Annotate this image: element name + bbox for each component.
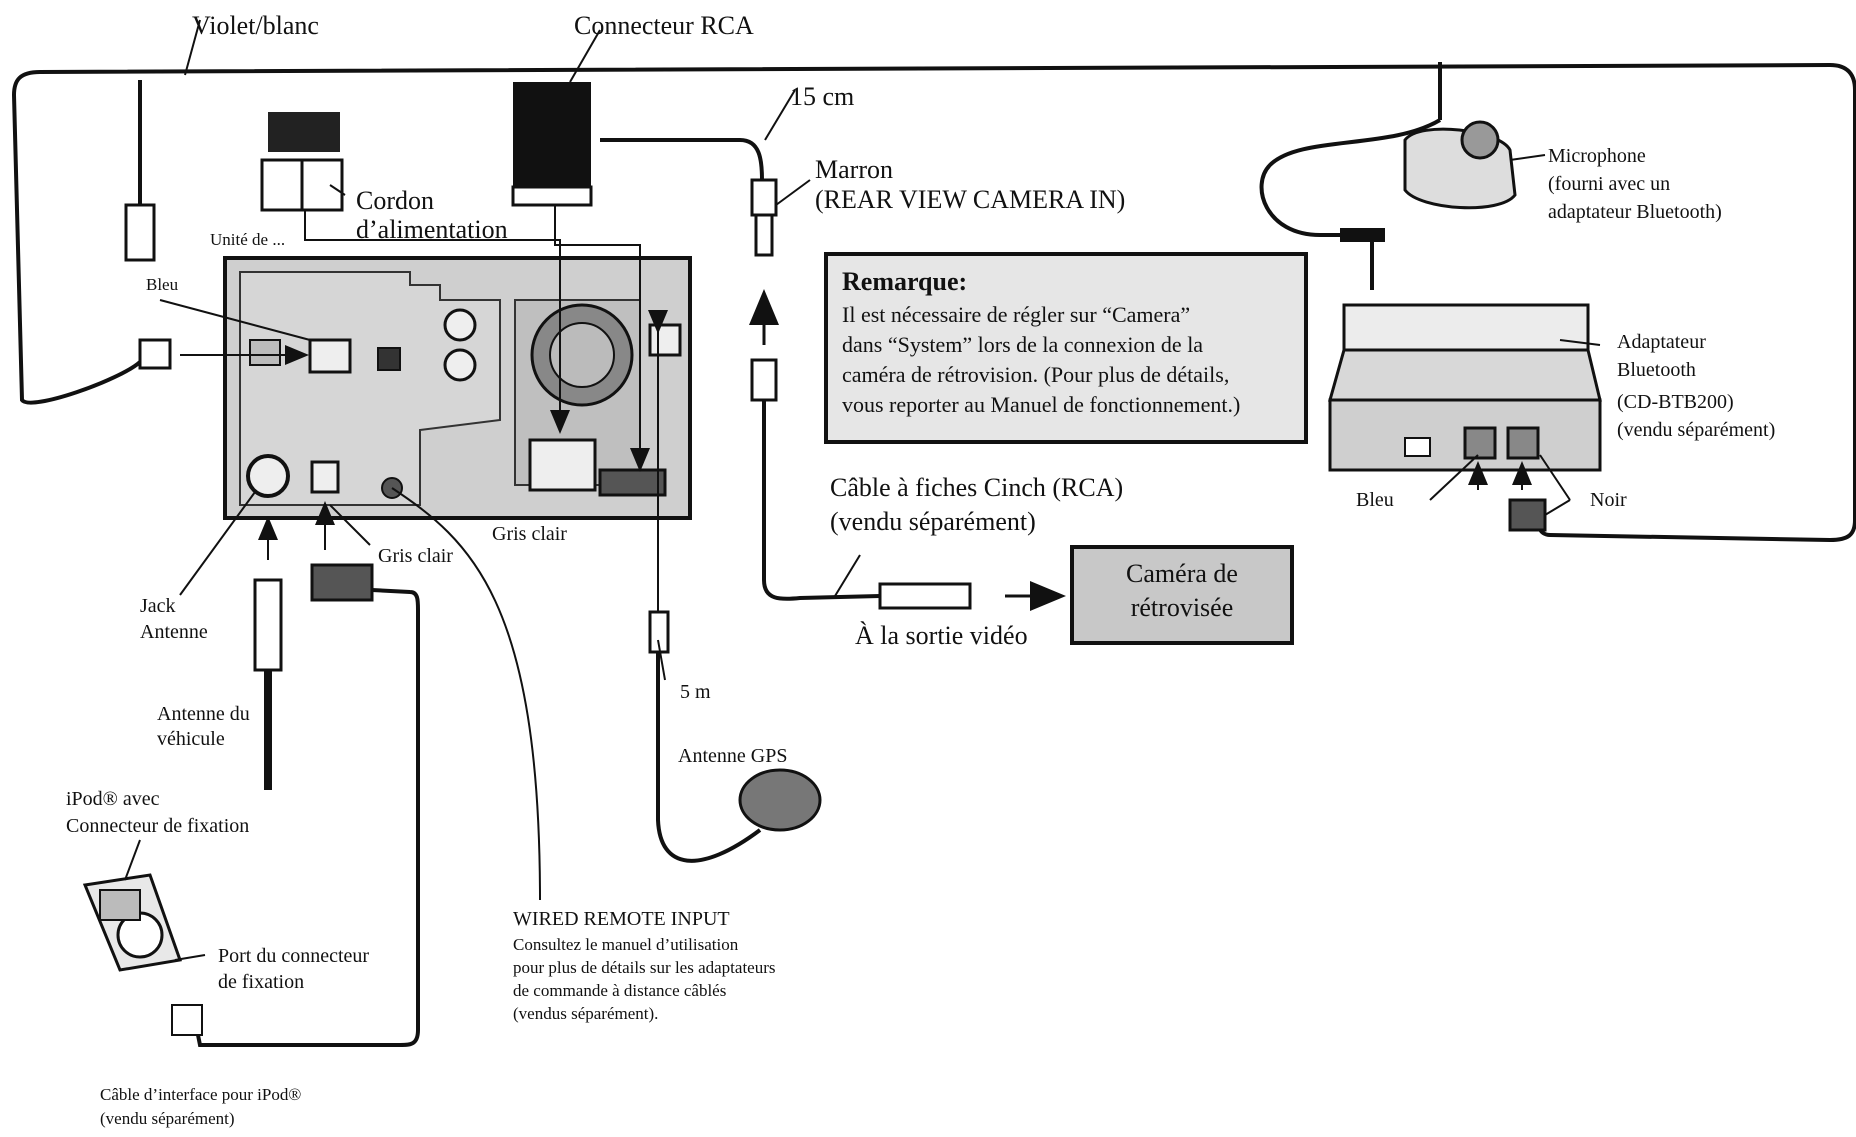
label-cinch-cable: Câble à fiches Cinch (RCA) [830, 473, 1123, 502]
label-port-connector-1: Port du connecteur [218, 945, 369, 967]
camera-label-line2: rétrovisée [1131, 593, 1234, 622]
label-cinch-sold-separately: (vendu séparément) [830, 507, 1036, 536]
label-wired-remote-line2: pour plus de détails sur les adaptateurs [513, 958, 776, 977]
label-violet-white: Violet/blanc [192, 11, 319, 40]
label-rear-view-camera-in: (REAR VIEW CAMERA IN) [815, 185, 1125, 214]
note-line-4: vous reporter au Manuel de fonctionnemen… [842, 392, 1240, 417]
note-box [824, 252, 1308, 444]
label-mic-supplied-1: (fourni avec un [1548, 173, 1670, 195]
label-ipod-sold-separately: (vendu séparément) [100, 1109, 235, 1128]
label-dock-connector: Connecteur de fixation [66, 815, 249, 837]
label-wired-remote-line4: (vendus séparément). [513, 1004, 658, 1023]
label-wired-remote-line3: de commande à distance câblés [513, 981, 726, 1000]
label-bt-sold-separately: (vendu séparément) [1617, 419, 1775, 441]
label-cd-btb200: (CD-BTB200) [1617, 391, 1734, 413]
label-15cm: 15 cm [790, 82, 854, 111]
gps-antenna [648, 310, 822, 863]
label-antenna: Antenne [140, 621, 208, 643]
label-gps-antenna: Antenne GPS [678, 745, 787, 767]
camera-label-line1: Caméra de [1126, 559, 1238, 588]
note-title: Remarque: [842, 267, 967, 296]
power-connector-port [528, 438, 597, 492]
label-5m: 5 m [680, 681, 711, 703]
note-line-1: Il est nécessaire de régler sur “Camera” [842, 302, 1190, 327]
note-line-3: caméra de rétrovision. (Pour plus de dét… [842, 362, 1229, 387]
antenna-jack [246, 454, 290, 498]
label-bluetooth: Bluetooth [1617, 359, 1696, 381]
blue-plug-left [124, 80, 172, 370]
antenna-plug [253, 516, 283, 790]
label-black: Noir [1590, 489, 1627, 511]
label-port-connector-2: de fixation [218, 971, 304, 993]
label-blue-right: Bleu [1356, 489, 1394, 511]
microphone-device [1259, 118, 1517, 290]
label-ipod-with: iPod® avec [66, 788, 160, 810]
rca-connector-block [511, 82, 593, 207]
label-wired-remote-input: WIRED REMOTE INPUT [513, 908, 730, 930]
ipod-device [82, 873, 183, 972]
label-adapter: Adaptateur [1617, 331, 1706, 353]
bluetooth-adapter [1328, 303, 1602, 472]
label-microphone: Microphone [1548, 145, 1646, 167]
label-brown: Marron [815, 155, 893, 184]
label-to-video-output: À la sortie vidéo [855, 621, 1028, 650]
label-ipod-interface-cable: Câble d’interface pour iPod® [100, 1085, 301, 1104]
violet-white-loop-cable [11, 62, 1856, 543]
label-mic-supplied-2: adaptateur Bluetooth) [1548, 201, 1722, 223]
label-rca-connector: Connecteur RCA [574, 11, 754, 40]
label-wired-remote-line1: Consultez le manuel d’utilisation [513, 935, 739, 954]
blue-port [308, 338, 352, 374]
note-line-2: dans “System” lors de la connexion de la [842, 332, 1203, 357]
label-jack: Jack [140, 595, 176, 617]
label-power: d’alimentation [356, 215, 508, 244]
label-vehicle-antenna-2: véhicule [157, 728, 225, 750]
label-light-grey-left: Gris clair [378, 545, 453, 567]
head-unit [223, 256, 692, 520]
label-light-grey-center: Gris clair [492, 523, 567, 545]
rear-camera-plug [750, 178, 778, 402]
label-unit: Unité de ... [210, 230, 285, 249]
camera-box [1070, 545, 1294, 645]
label-vehicle-antenna-1: Antenne du [157, 703, 250, 725]
power-cord-plug [260, 112, 344, 212]
label-cord: Cordon [356, 186, 434, 215]
label-blue-left: Bleu [146, 275, 179, 294]
ipod-cable [171, 501, 420, 1047]
